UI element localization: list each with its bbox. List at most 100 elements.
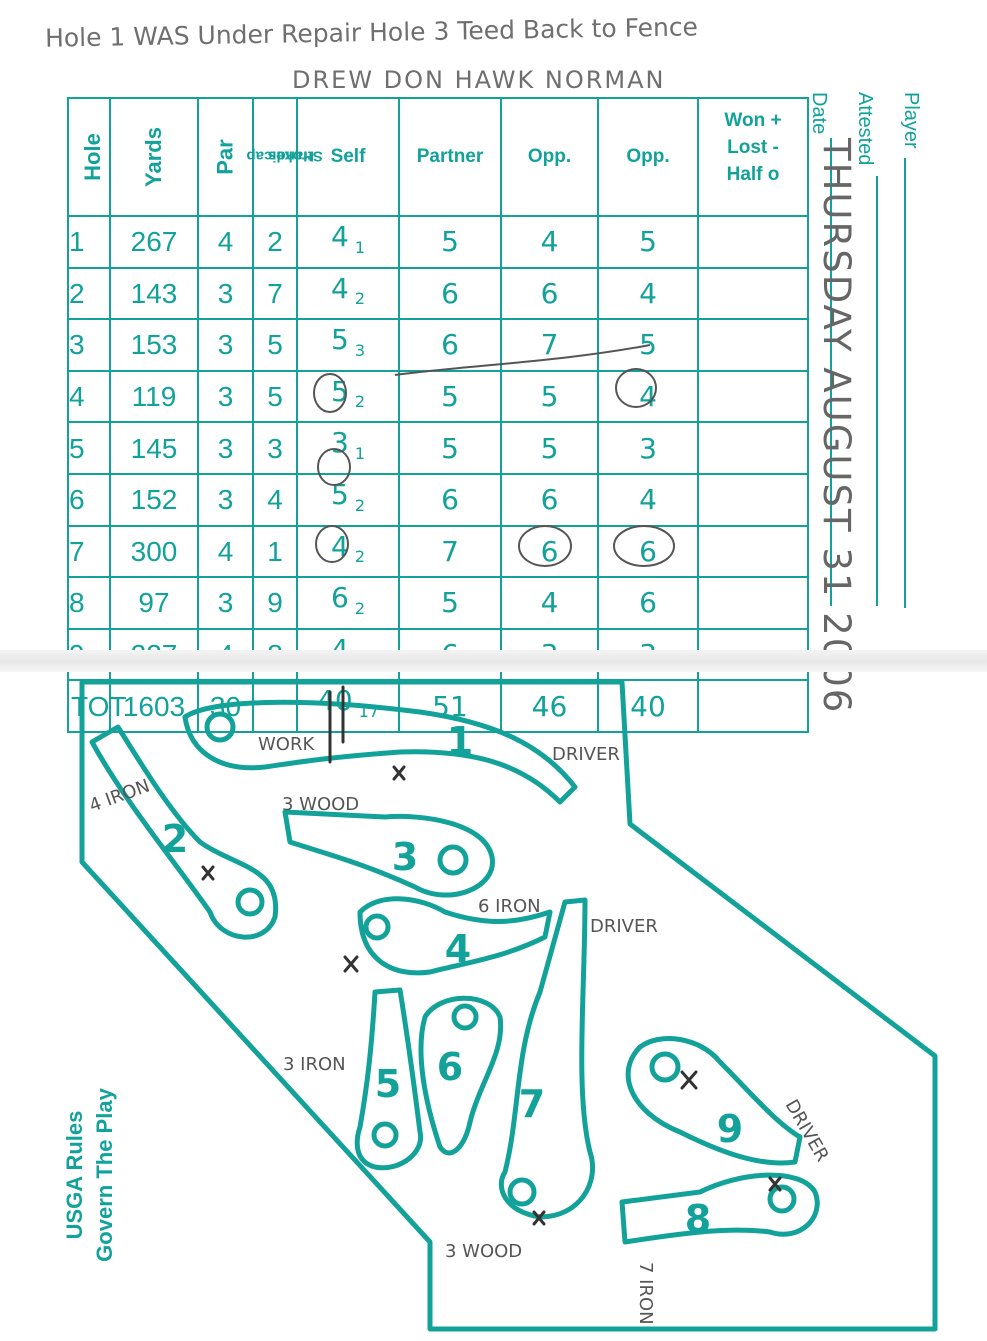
- opp1-score: 5: [500, 421, 599, 475]
- par: 4: [197, 524, 254, 579]
- partner-score: 6: [398, 318, 502, 372]
- total-opp2: 40: [597, 679, 699, 733]
- hole-number-6: 6: [437, 1045, 463, 1089]
- hole-number: 8: [67, 576, 111, 630]
- yards: 153: [109, 318, 199, 372]
- fairway-hole-3: [282, 809, 495, 898]
- partner-score: 7: [398, 524, 502, 579]
- shot-mark: [768, 1176, 782, 1192]
- hole-number-5: 5: [375, 1062, 401, 1106]
- green-hole-8: [767, 1184, 797, 1214]
- card-fold: [0, 650, 987, 672]
- fairway-hole-7: [498, 897, 596, 1220]
- yards: 97: [109, 576, 199, 630]
- handicap-strokes: 5: [252, 369, 298, 424]
- green-hole-4: [363, 913, 391, 941]
- self-score-note: 2: [354, 598, 365, 618]
- self-score-note: 2: [354, 495, 365, 515]
- green-hole-3: [437, 844, 469, 876]
- won-lost-cell: [697, 215, 809, 269]
- note-7-iron: 7 IRON: [635, 1262, 656, 1325]
- won-lost-cell: [697, 266, 809, 321]
- circle-self-5: [313, 373, 347, 413]
- shot-mark: [392, 765, 406, 781]
- green-hole-5: [371, 1121, 399, 1149]
- green-hole-7: [507, 1177, 537, 1207]
- handicap-strokes: 9: [252, 576, 298, 630]
- fairway-hole-9: [625, 1036, 803, 1166]
- handicap-strokes: 1: [252, 524, 298, 579]
- par: 3: [197, 318, 254, 372]
- note-work: WORK: [258, 734, 315, 755]
- note-3-iron: 3 IRON: [283, 1054, 346, 1075]
- won-lost-cell: [697, 421, 809, 475]
- handicap-strokes: 2: [252, 215, 298, 269]
- self-score-value: 6: [330, 581, 349, 615]
- self-score-value: 4: [330, 271, 349, 305]
- header-yards: Yards: [109, 97, 199, 217]
- hole-number-9: 9: [717, 1107, 743, 1151]
- handicap-strokes: 7: [252, 266, 298, 321]
- hole-number-4: 4: [445, 927, 471, 971]
- header-won-lost-half: Won + Lost - Half o: [697, 97, 809, 217]
- par: 3: [197, 369, 254, 424]
- date-label: Date: [808, 92, 830, 135]
- yards: 152: [109, 472, 199, 527]
- shot-mark: [343, 955, 359, 973]
- won-lost-cell: [697, 318, 809, 372]
- half-label: Half o: [726, 164, 780, 185]
- self-score-value: 5: [330, 477, 349, 511]
- total-opp1: 46: [500, 679, 599, 733]
- circle-opp2-5: [615, 368, 657, 408]
- self-score-value: 4: [330, 220, 349, 253]
- par: 3: [197, 472, 254, 527]
- header-self: Self: [296, 97, 400, 217]
- date-value: THURSDAY AUGUST 31 2006: [815, 138, 858, 715]
- self-score-value: 5: [330, 323, 349, 357]
- partner-score: 6: [398, 266, 502, 321]
- hole-number-1: 1: [447, 719, 473, 763]
- circle-self-7: [317, 448, 351, 486]
- header-par: Par: [197, 97, 254, 217]
- total-handicap-cell: [252, 679, 298, 733]
- fairway-hole-5: [354, 987, 424, 1171]
- self-score-note: 3: [354, 340, 365, 360]
- hole-number: 3: [67, 318, 111, 372]
- self-score-note: 2: [354, 289, 365, 309]
- header-partner: Partner: [398, 97, 502, 217]
- hole-number-7: 7: [519, 1082, 545, 1126]
- partner-score: 5: [398, 215, 502, 269]
- note-3-wood-b: 3 WOOD: [445, 1241, 522, 1262]
- circle-opp2-9: [613, 525, 675, 567]
- won-lost-cell: [697, 524, 809, 579]
- circle-self-9: [315, 525, 349, 563]
- shot-mark: [532, 1210, 546, 1226]
- opp2-score: 4: [597, 266, 699, 321]
- yards: 119: [109, 369, 199, 424]
- fairway-hole-2: [89, 724, 279, 940]
- par: 3: [197, 266, 254, 321]
- note-6-iron: 6 IRON: [478, 896, 541, 917]
- opp1-score: 6: [500, 472, 599, 527]
- note-4-iron: 4 IRON: [87, 776, 153, 817]
- opp2-score: 6: [597, 576, 699, 630]
- won-lost-cell: [697, 369, 809, 424]
- won-lost-cell: [697, 576, 809, 630]
- opp2-score: 5: [597, 215, 699, 269]
- shot-mark: [680, 1070, 698, 1090]
- note-driver-4: DRIVER: [590, 916, 658, 937]
- yards: 300: [109, 524, 199, 579]
